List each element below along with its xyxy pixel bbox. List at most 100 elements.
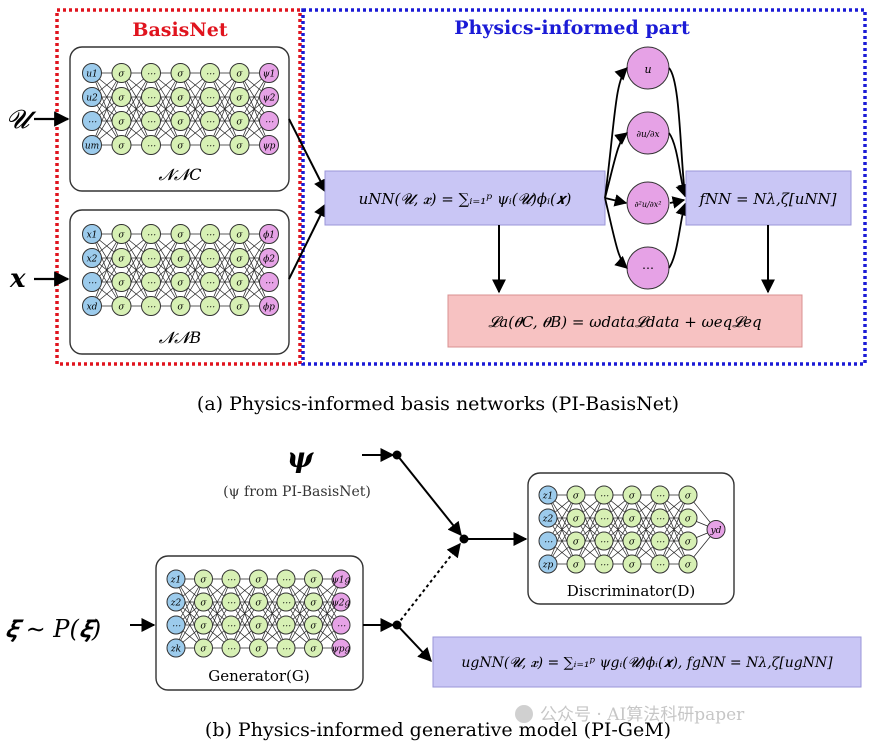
net-c-node [200,111,220,131]
discriminator-node [594,531,614,551]
net-c-node-label: σ [118,142,125,152]
discriminator-node-label: σ [629,561,636,571]
net-c-node [200,135,220,155]
psi-note: (ψ from PI-BasisNet) [223,484,371,500]
net-b-node-label: σ [118,255,125,265]
discriminator-node-label: ⋯ [600,492,609,502]
net-c-node-label: σ [236,118,243,128]
net-b-node-label: ϕ1 [263,231,275,241]
dots-to-fnn [668,202,688,269]
basisnet-region [55,8,302,366]
generator-node-label: ⋯ [282,622,291,632]
net-c-node [259,63,279,83]
discriminator-node-label: ⋯ [600,515,609,525]
net-b-node-label: ⋯ [265,279,274,289]
net-b-node-label: ⋯ [147,303,156,313]
generator-node-label: σ [255,645,262,655]
discriminator-node [538,485,558,505]
discriminator-node-label: z2 [542,515,554,525]
generator-node-label: ⋯ [172,622,181,632]
gen-to-formula-arrow [396,624,432,663]
net-c-edge [180,72,211,146]
discriminator-node-label: σ [629,515,636,525]
generator-node-label: σ [255,576,262,586]
discriminator-node-label: ⋯ [656,515,665,525]
generator-node-label: ⋯ [227,599,236,609]
net-c-node-label: ⋯ [206,94,215,104]
generator-node [304,638,323,658]
discriminator-node [566,508,586,528]
discriminator-node-label: σ [629,492,636,502]
net-b-node-label: σ [236,303,243,313]
net-c-edge [91,72,122,146]
discriminator-node-label: σ [573,515,580,525]
net-b-node-label: σ [177,303,184,313]
generator-edge [258,578,287,649]
discriminator-node [594,485,614,505]
generator-node [304,569,323,589]
net-b-label: 𝓝𝓝B [159,328,202,347]
discriminator-node [678,508,698,528]
generator-node [276,615,296,635]
arrow-to-dots [604,197,628,269]
u-to-fnn [668,67,691,198]
net-b-node [141,248,161,268]
caption-a: (a) Physics-informed basis networks (PI-… [197,393,679,415]
net-b-node [200,248,220,268]
net-b-node-label: x1 [87,231,98,241]
discriminator-node [650,554,670,574]
generator-node-label: σ [310,645,317,655]
net-b-node [82,272,102,292]
discriminator-node-label: σ [685,515,692,525]
discriminator-node [538,554,558,574]
net-b-node-label: ⋯ [147,255,156,265]
discriminator-edge [659,494,689,565]
net-b-node-label: σ [177,279,184,289]
net-c-node [229,63,250,83]
discriminator-node-label: σ [685,561,692,571]
net-c-node-label: ψ2 [263,94,276,104]
net-c-edge [121,72,152,146]
generator-node-label: ⋯ [337,622,346,632]
discriminator-node [538,531,558,551]
net-b-node-label: σ [177,255,184,265]
discriminator-node [678,485,698,505]
discriminator-node-label: yd [710,526,722,536]
net-c-node [82,135,102,155]
generator-node [276,638,296,658]
d2u-to-fnn [669,196,686,209]
discriminator-node-label: ⋯ [656,492,665,502]
generator-edge [203,578,232,649]
node-u-label: u [644,63,651,76]
net-c-node [82,63,102,83]
netb-to-unn-arrow [288,202,327,280]
discriminator-label: Discriminator(D) [567,582,695,600]
net-b-node-label: ⋯ [206,279,215,289]
discriminator-node [678,554,698,574]
net-c-node [141,87,161,107]
net-c-edge [150,72,181,146]
generator-node [221,569,241,589]
generator-label: Generator(G) [208,667,309,685]
net-c-node [259,87,279,107]
input-u-symbol: 𝓤 [6,105,37,135]
discriminator-edge [575,494,605,565]
net-c-edge [209,72,240,146]
generator-node [166,615,186,635]
net-b-node [229,248,250,268]
net-c-node-label: ⋯ [206,70,215,80]
node-d2u-dx2-label: ∂²u/∂x² [634,200,661,209]
gen-formula: ugNN(𝓤, 𝒙) = ∑ᵢ₌₁ᵖ ψgᵢ(𝓤)ϕᵢ(𝒙), fgNN = N… [461,655,833,671]
discriminator-edge [603,494,633,565]
net-c-node-label: u1 [86,70,98,80]
net-b-node [111,224,132,244]
generator-node-label: ψ1g [332,576,351,586]
net-c-node-label: σ [236,70,243,80]
net-b-node-label: σ [118,279,125,289]
node-du-dx-label: ∂u/∂x [636,130,659,140]
net-b-node-label: σ [236,279,243,289]
net-b-node-label: ϕ2 [263,255,275,265]
net-c-node-label: σ [236,94,243,104]
